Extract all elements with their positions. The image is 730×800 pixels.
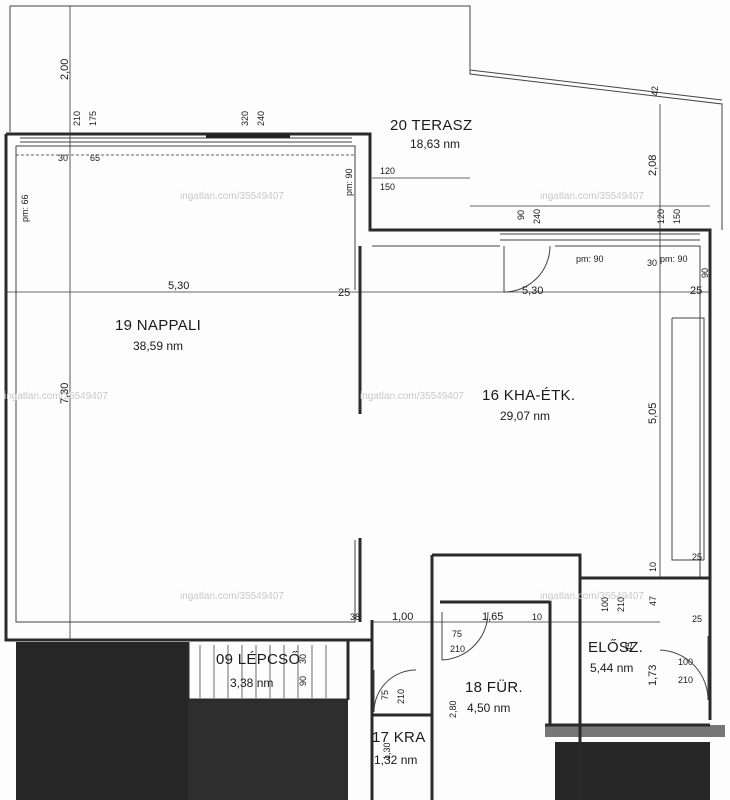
dim-label: 90 — [298, 676, 308, 686]
hall-walls — [545, 576, 710, 727]
room-area-kra: 1,32 nm — [374, 753, 417, 767]
room-area-nappali: 38,59 nm — [133, 339, 183, 353]
window-kitchen — [500, 233, 700, 241]
dim-label: 5,30 — [168, 280, 189, 292]
dim-label: 25 — [692, 614, 702, 624]
dim-label: 90 — [516, 210, 526, 220]
room-name-terasz: 20 TERASZ — [390, 117, 472, 134]
dim-label: 25 — [338, 287, 350, 299]
room-name-kha: 16 KHA-ÉTK. — [482, 387, 575, 404]
dim-label: 38 — [350, 612, 360, 622]
dim-label: 90 — [700, 268, 710, 278]
dim-label: 320 — [240, 111, 250, 126]
dim-label: 75 — [452, 629, 462, 639]
dim-label: 210 — [396, 689, 406, 704]
room-name-fur: 18 FÜR. — [465, 678, 523, 696]
watermark-5: ingatlan.com/35549407 — [180, 591, 284, 602]
room-area-elosz: 5,44 nm — [590, 661, 633, 675]
dark-area-left — [16, 642, 188, 800]
dark-strip-right — [545, 725, 725, 737]
dim-label: 7,30 — [59, 383, 71, 404]
dim-label: 10 — [532, 612, 542, 622]
dim-label: 65 — [90, 153, 100, 163]
door-swing-bath — [441, 611, 489, 661]
dim-label: 25 — [690, 285, 702, 297]
dim-label: 1,65 — [482, 611, 503, 623]
dim-label: 42 — [650, 86, 660, 96]
terrace-top-thin — [469, 69, 723, 101]
room-name-nappali: 19 NAPPALI — [115, 317, 201, 334]
dim-label: 210 — [678, 675, 693, 685]
kitchen-walls — [372, 245, 705, 578]
door-swing-entry — [659, 636, 709, 701]
dim-label: 30 — [298, 654, 308, 664]
dim-label: 210 — [450, 644, 465, 654]
dim-label: 5,05 — [647, 403, 659, 424]
dim-label: 2,00 — [59, 59, 71, 80]
dim-label: 240 — [532, 209, 542, 224]
room-name-elosz: ELŐSZ. — [588, 639, 643, 656]
dim-label: 30 — [58, 153, 68, 163]
room-name-kra: 17 KRA — [372, 729, 426, 746]
dim-label: 100 — [600, 597, 610, 612]
inner-wall-double — [15, 145, 356, 623]
dim-label: 120 — [656, 209, 666, 224]
stair-treads — [199, 645, 327, 698]
wc-walls — [370, 555, 434, 800]
dim-label: pm: 90 — [344, 168, 354, 196]
dim-label: 30 — [647, 258, 657, 268]
dim-label: pm: 66 — [20, 194, 30, 222]
dim-label: 210 — [72, 111, 82, 126]
dim-label: 150 — [380, 182, 395, 192]
dim-label: 120 — [380, 166, 395, 176]
dim-label: 150 — [672, 209, 682, 224]
dim-label: 100 — [678, 657, 693, 667]
dim-label: pm: 90 — [660, 254, 688, 264]
watermark-1: ingatlan.com/35549407 — [180, 191, 284, 202]
dim-label: 25 — [692, 552, 702, 562]
dark-area-right — [555, 742, 710, 800]
stair-walls — [186, 640, 350, 702]
dimension-lines — [6, 6, 710, 640]
watermark-6: ingatlan.com/35549407 — [540, 591, 644, 602]
dim-label: 10 — [648, 562, 658, 572]
dim-label: 240 — [256, 111, 266, 126]
dim-label: 2,08 — [647, 155, 659, 176]
room-area-fur: 4,50 nm — [467, 701, 510, 715]
dim-label: 1,00 — [392, 611, 413, 623]
dim-label: 1,73 — [647, 665, 659, 686]
watermark-2: ingatlan.com/35549407 — [540, 191, 644, 202]
dim-label: 75 — [380, 690, 390, 700]
terrace-outline — [9, 5, 723, 230]
room-area-lepcso: 3,38 nm — [230, 676, 273, 690]
dim-label: 2,80 — [448, 700, 458, 718]
dark-area-lower-left — [188, 700, 348, 800]
room-name-lepcso: 09 LÉPCSŐ — [216, 651, 300, 668]
dim-label: 45 — [624, 642, 634, 652]
dim-label: pm: 90 — [576, 254, 604, 264]
watermark-3: ingatlan.com/35549407 — [4, 391, 108, 402]
dim-label: 210 — [616, 597, 626, 612]
window-top — [20, 137, 352, 143]
door-swing-wc — [373, 669, 417, 713]
dim-label: 5,30 — [522, 285, 543, 297]
room-area-terasz: 18,63 nm — [410, 137, 460, 151]
room-area-kha: 29,07 nm — [500, 409, 550, 423]
watermark-4: ingatlan.com/35549407 — [360, 391, 464, 402]
dim-label: 47 — [648, 596, 658, 606]
dim-label: 1,30 — [382, 742, 392, 760]
dim-label: 175 — [88, 111, 98, 126]
